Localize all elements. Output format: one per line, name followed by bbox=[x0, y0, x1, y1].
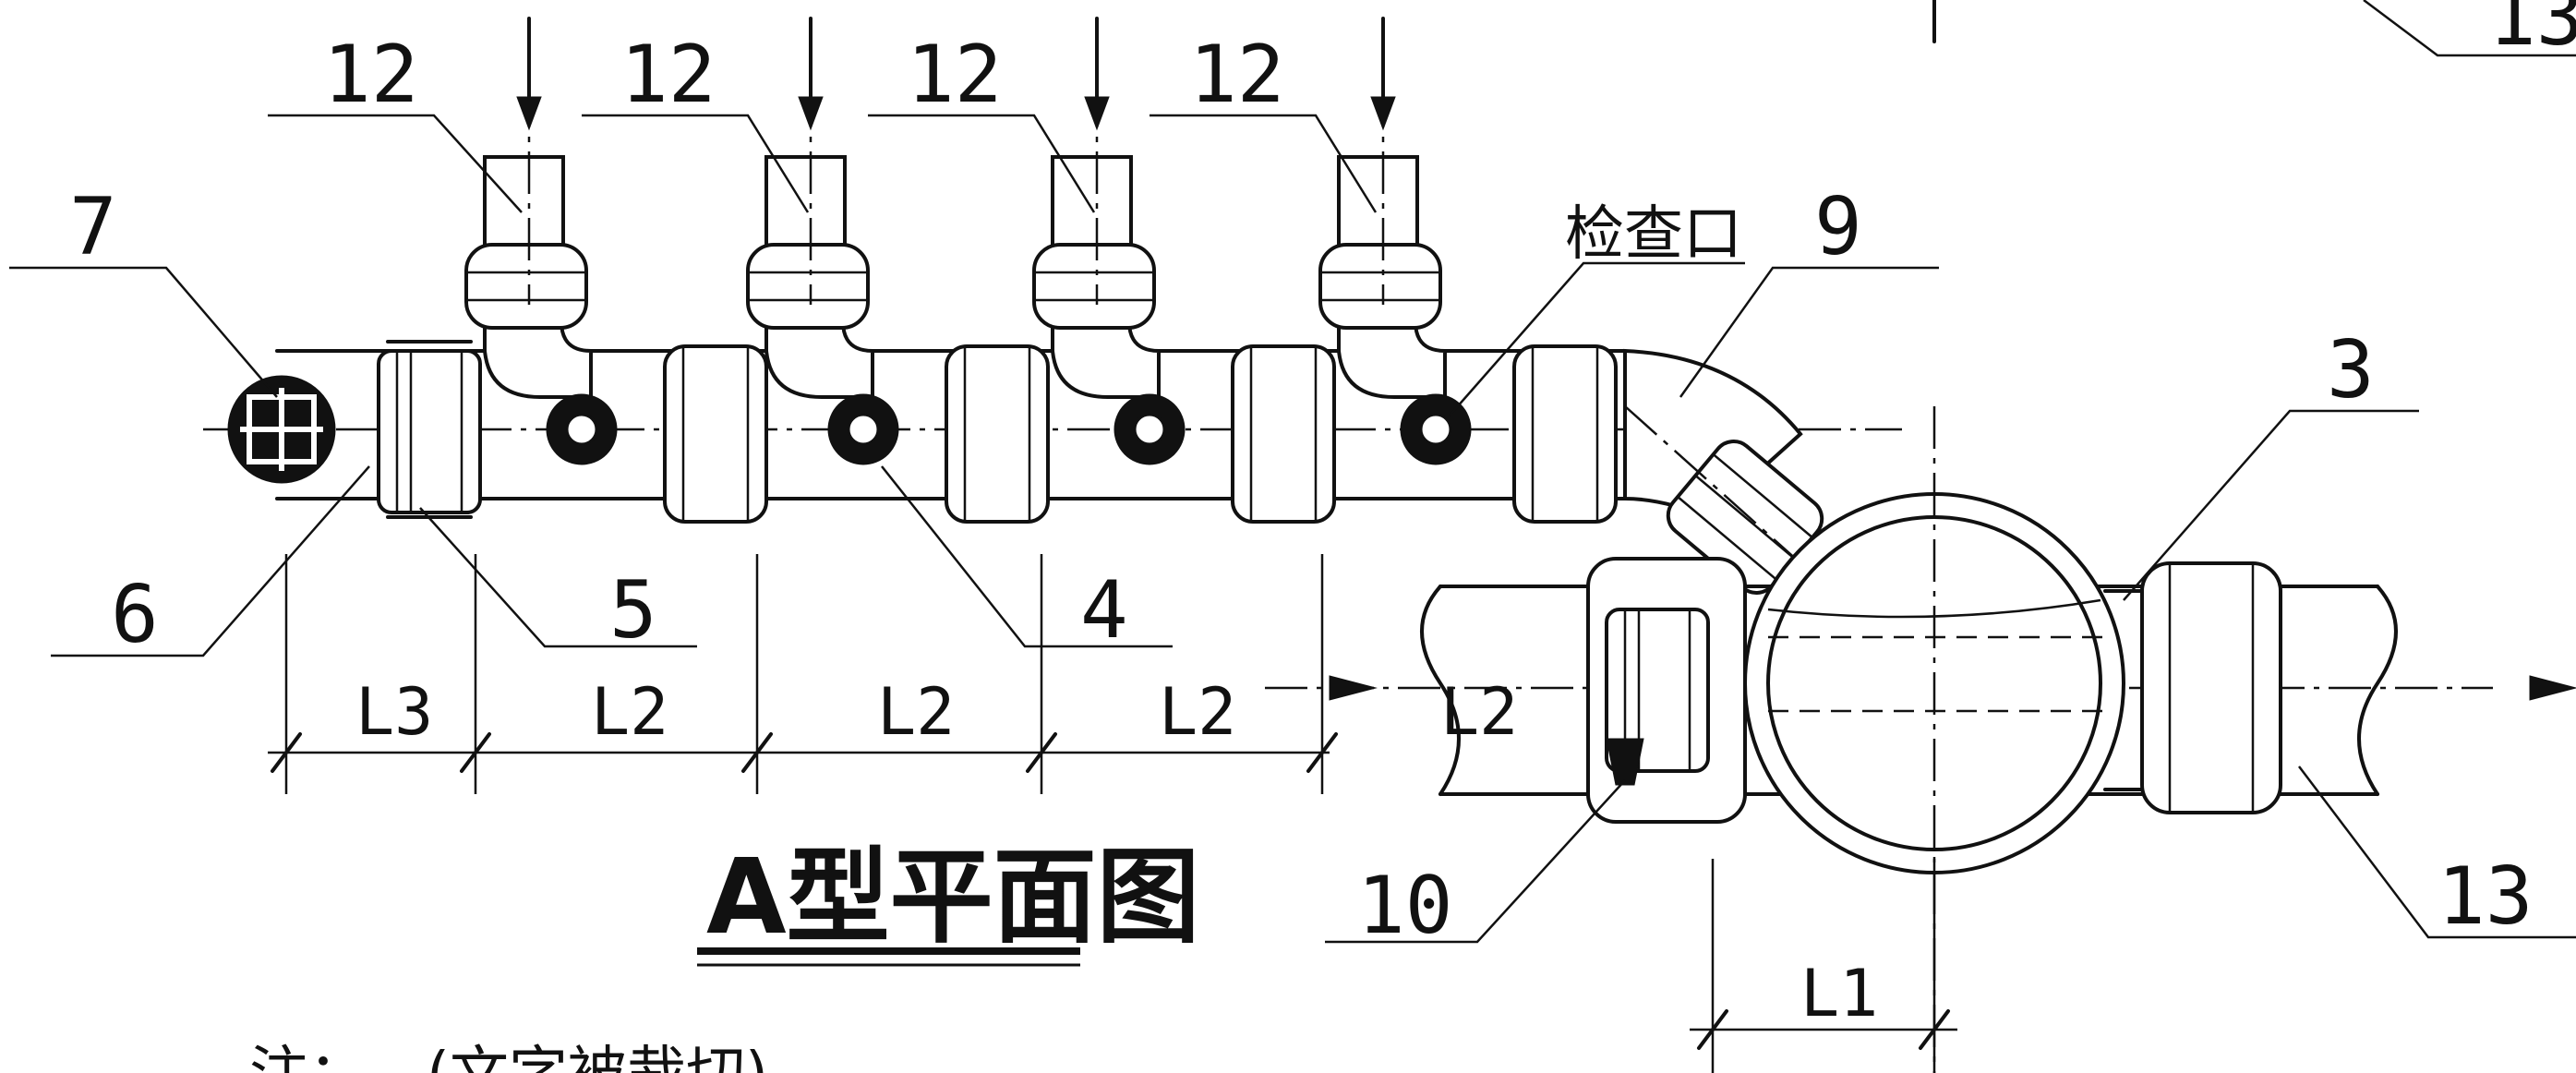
label-10: 10 bbox=[1357, 860, 1453, 952]
fitting-10 bbox=[1586, 557, 1747, 824]
leader-lines bbox=[9, 0, 2576, 944]
inlet-pipe-1 bbox=[464, 17, 593, 399]
coupling-4 bbox=[1512, 344, 1618, 524]
label-12-4: 12 bbox=[1189, 29, 1285, 121]
label-5: 5 bbox=[609, 564, 657, 657]
dim-L2-2: L2 bbox=[877, 674, 955, 750]
end-cap-5 bbox=[377, 340, 482, 519]
dim-L2-3: L2 bbox=[1159, 674, 1236, 750]
label-9: 9 bbox=[1814, 181, 1862, 273]
inspection-port-2 bbox=[827, 393, 899, 465]
drawing-title: A型平面图 bbox=[706, 838, 1200, 958]
inlet-pipe-2 bbox=[746, 17, 874, 399]
end-plug-7 bbox=[227, 375, 336, 484]
label-inspection-port: 检查口 bbox=[1565, 200, 1742, 269]
label-13-top: 13 bbox=[2488, 0, 2576, 64]
coupling-3 bbox=[1231, 344, 1336, 524]
label-12-2: 12 bbox=[620, 29, 716, 121]
coupling-right bbox=[2103, 561, 2282, 814]
dim-L2-4: L2 bbox=[1440, 674, 1518, 750]
dim-L3: L3 bbox=[355, 674, 433, 750]
coupling-2 bbox=[945, 344, 1050, 524]
coupling-1 bbox=[663, 344, 768, 524]
elbow-9 bbox=[1623, 348, 1931, 680]
inlet-pipe-3 bbox=[1032, 17, 1161, 399]
label-7: 7 bbox=[69, 181, 117, 273]
dim-L2-1: L2 bbox=[591, 674, 668, 750]
inspection-port-1 bbox=[546, 393, 618, 465]
label-3: 3 bbox=[2327, 324, 2375, 416]
label-12-3: 12 bbox=[907, 29, 1003, 121]
label-4: 4 bbox=[1080, 564, 1128, 657]
inlet-pipe-4 bbox=[1318, 17, 1447, 399]
footer-note: 注：…(文字被裁切) bbox=[249, 1041, 768, 1073]
inspection-port-3 bbox=[1113, 393, 1186, 465]
dimension-lines bbox=[268, 554, 1957, 1073]
dim-L1: L1 bbox=[1800, 956, 1878, 1031]
label-6: 6 bbox=[111, 569, 159, 661]
label-13-bottom: 13 bbox=[2438, 850, 2534, 943]
label-12-1: 12 bbox=[323, 29, 419, 121]
